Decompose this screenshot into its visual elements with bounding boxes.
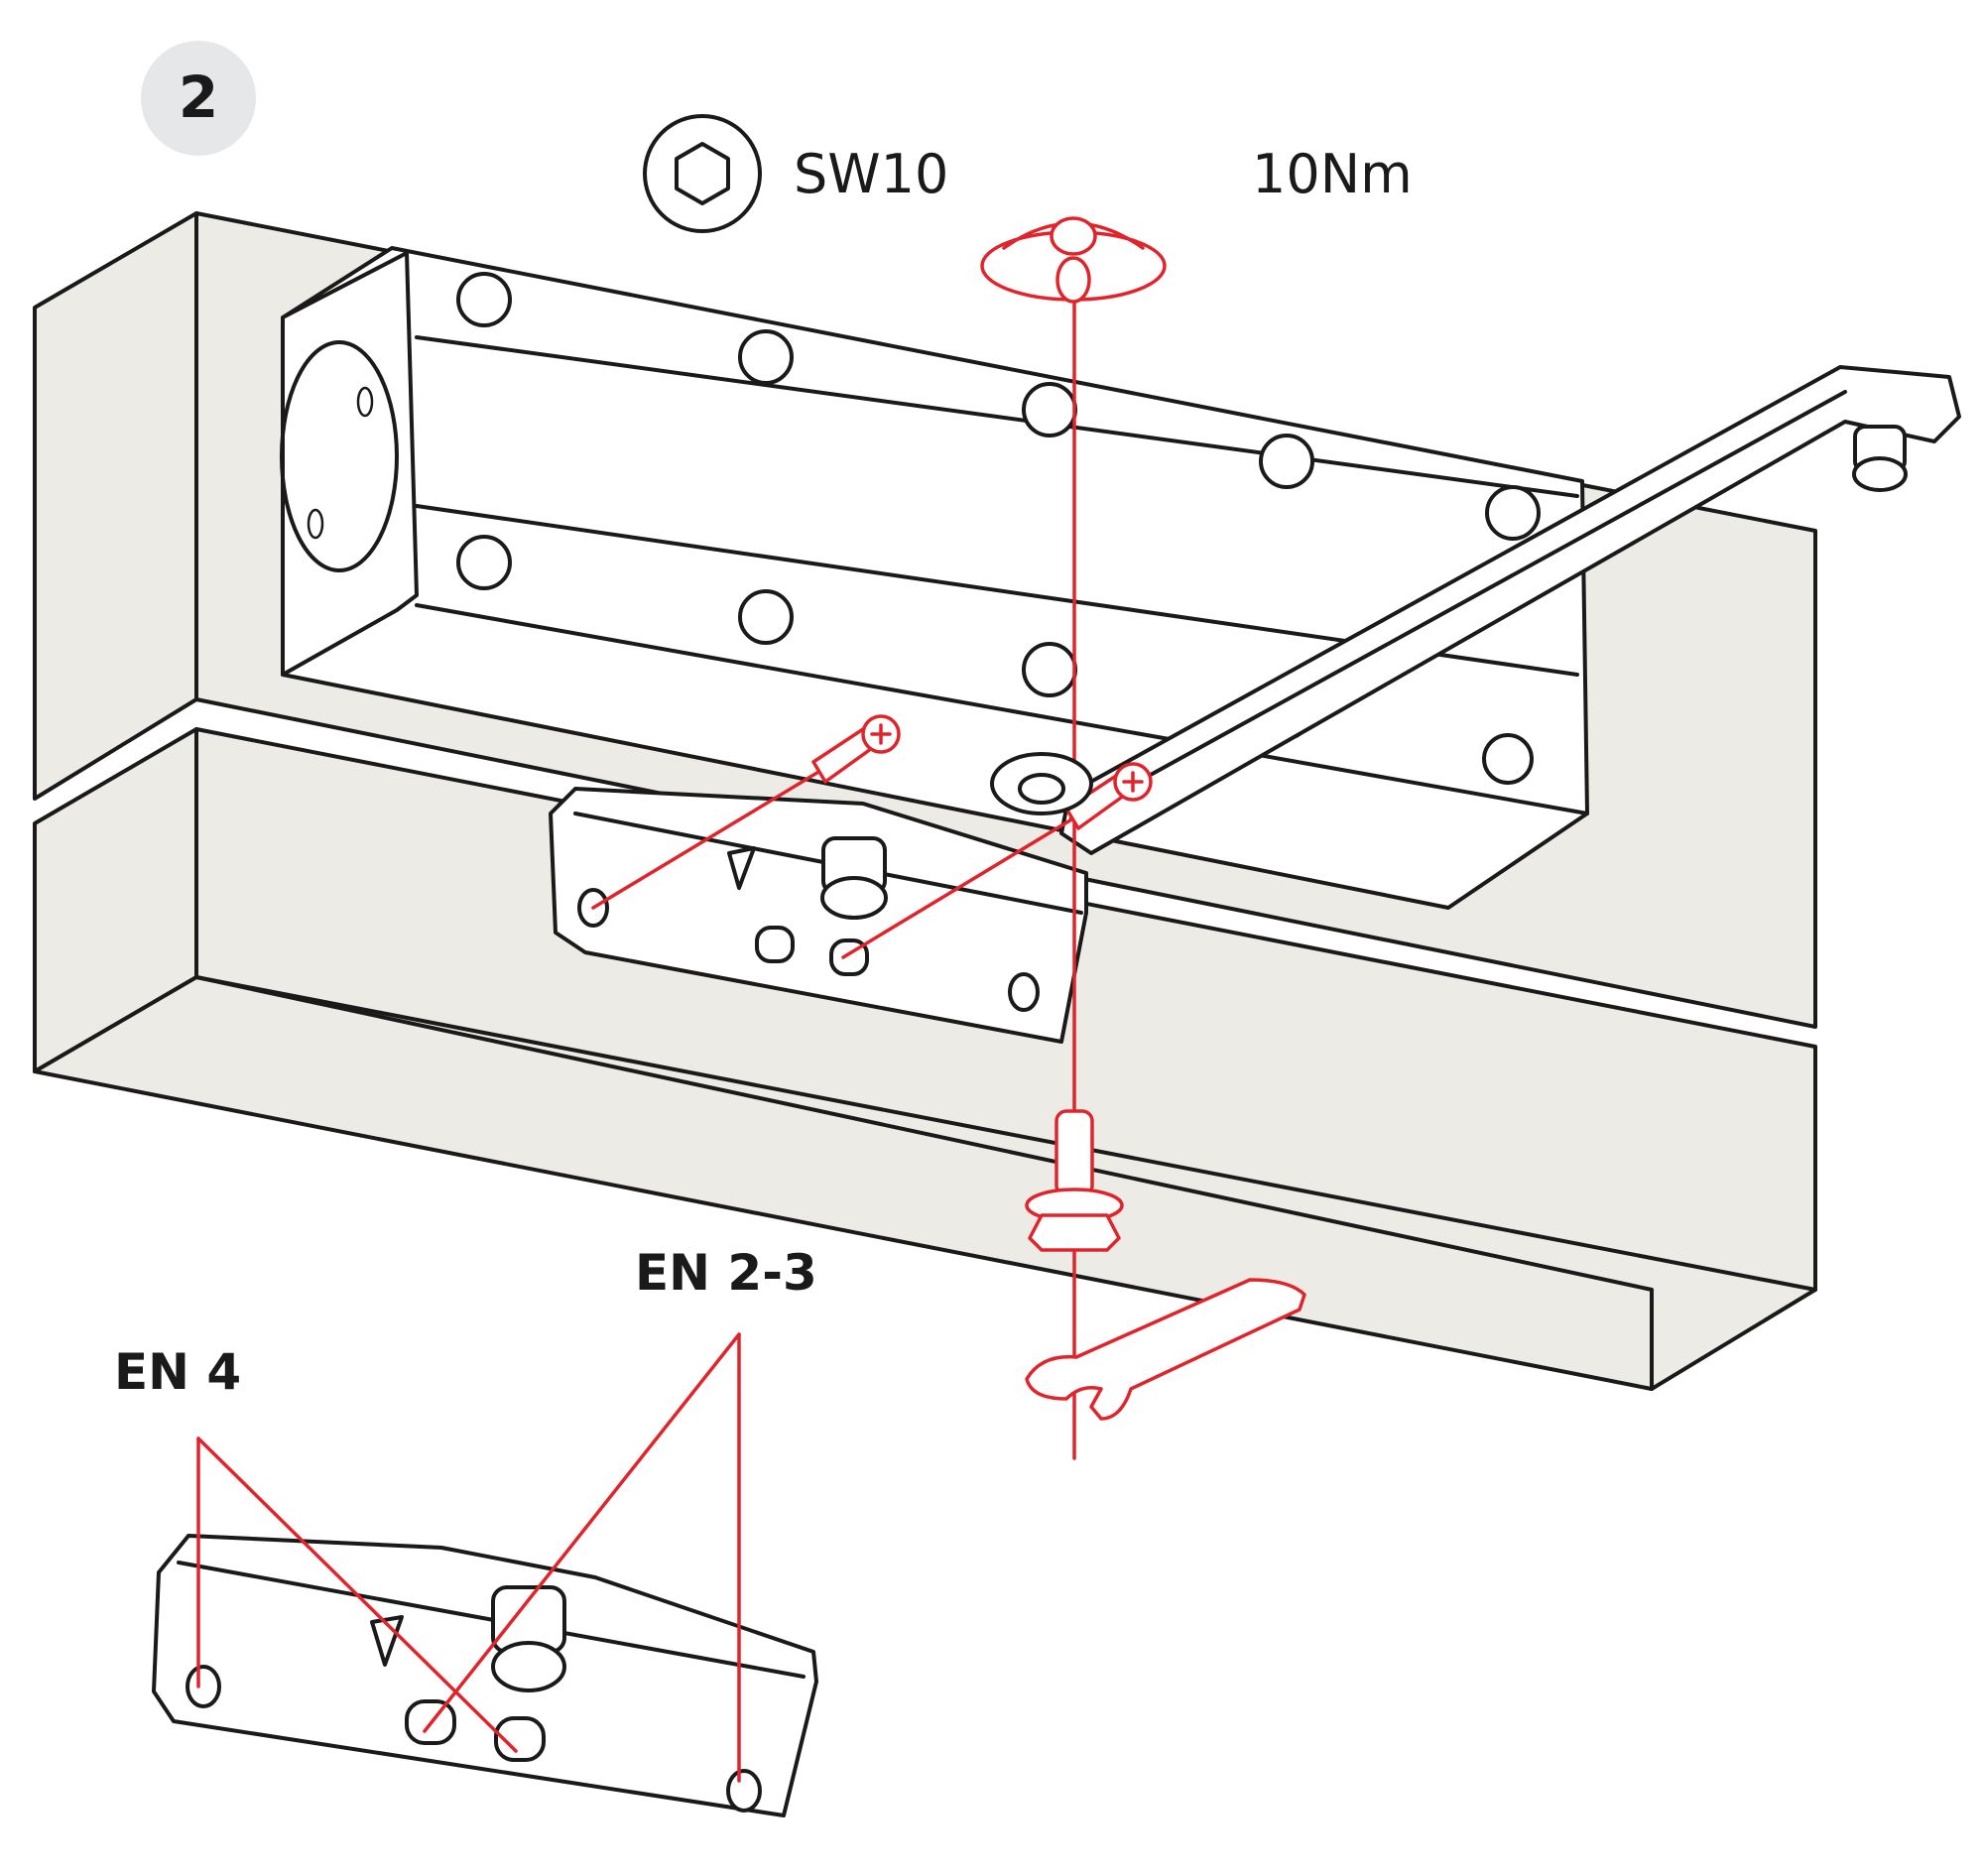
bracket-slot-1 (755, 926, 795, 963)
torque-label: 10Nm (1252, 143, 1413, 205)
arm-pin (1852, 425, 1908, 492)
detail-bracket (152, 1534, 818, 1817)
bracket-screw-right-icon (841, 762, 1153, 959)
bracket-hole-right (1008, 972, 1040, 1012)
frame-beam-side (33, 211, 198, 801)
closer-end-cap (281, 251, 419, 677)
closer-arm (1059, 365, 1961, 855)
arm-cap-icon (980, 216, 1167, 304)
door-leaf-edge (194, 975, 1817, 1292)
detail-bracket-pin (491, 1585, 566, 1692)
assembly-hardware (591, 216, 1306, 1460)
arm-bar (1059, 365, 1961, 855)
wrench-icon (1025, 1278, 1306, 1421)
variant-label-en23: EN 2-3 (635, 1244, 817, 1302)
step-badge-circle (141, 41, 256, 156)
bracket-screw-left-icon (591, 714, 901, 910)
detail-hole-left (186, 1665, 221, 1708)
detail-slot-2 (494, 1716, 546, 1762)
en23-leader-lines (423, 1332, 741, 1783)
bracket-pin (820, 836, 888, 920)
hex-bolt-icon (1025, 1109, 1124, 1252)
arm-clamp (990, 752, 1093, 815)
tool-indicator: SW10 (643, 114, 948, 233)
hex-key-icon (643, 114, 762, 233)
step-badge: 2 (141, 41, 256, 156)
tool-size-label: SW10 (794, 143, 948, 205)
en4-leader-lines (196, 1437, 518, 1753)
closer-adjust-valve (280, 340, 399, 572)
step-number: 2 (179, 63, 218, 131)
detail-hole-right (726, 1769, 762, 1813)
bracket-tab (727, 846, 756, 890)
variant-label-en4: EN 4 (114, 1343, 241, 1401)
detail-bracket-plate (152, 1534, 818, 1817)
